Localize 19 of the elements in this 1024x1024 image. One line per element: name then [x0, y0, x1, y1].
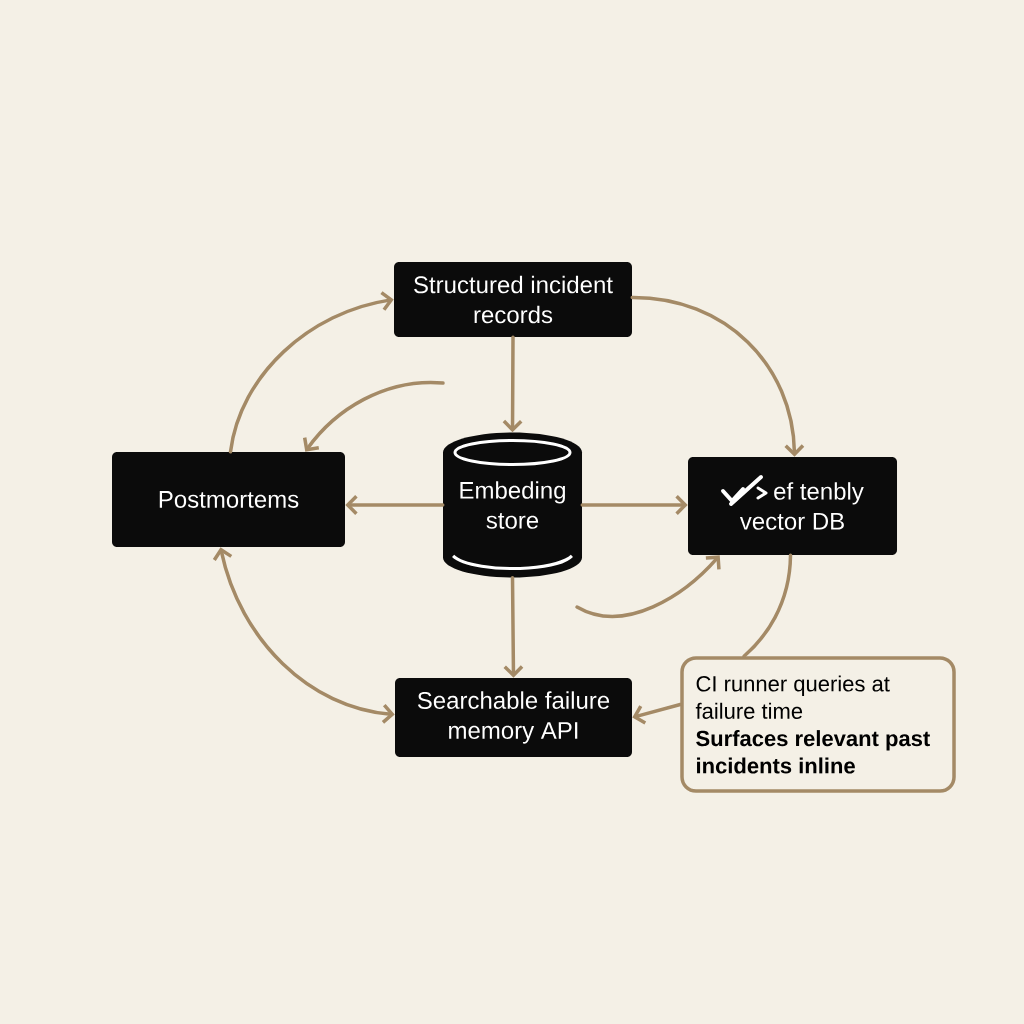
process-box: Searchable failure memory API [395, 678, 632, 757]
process-box: Structured incident records [394, 262, 632, 337]
database-cylinder: Embeding store [443, 432, 582, 578]
arrow [580, 495, 688, 515]
arrow [345, 495, 445, 515]
note-text: CI runner queries at failure time [695, 675, 890, 719]
arrow [228, 291, 394, 454]
arrow [630, 295, 805, 457]
arrow [302, 380, 445, 452]
arrow [632, 702, 682, 725]
process-box: ef tenbly vector DB [688, 457, 897, 555]
connector-line [742, 553, 793, 658]
arrow [575, 555, 721, 619]
arrow [503, 576, 524, 678]
note-text: Surfaces relevant past incidents inline [696, 730, 930, 774]
callout-box [680, 656, 956, 793]
double-arrow [212, 547, 395, 724]
process-box: Postmortems [112, 452, 345, 547]
arrow [502, 335, 523, 433]
